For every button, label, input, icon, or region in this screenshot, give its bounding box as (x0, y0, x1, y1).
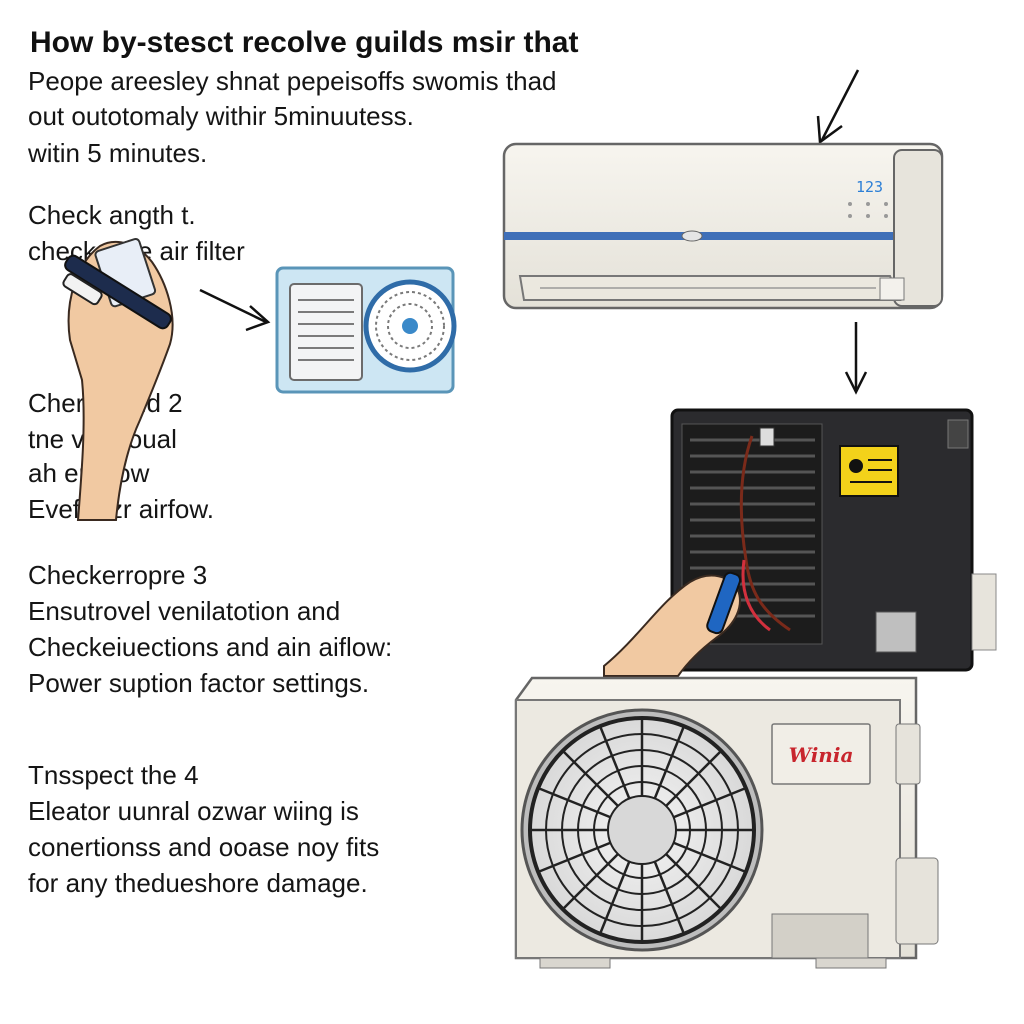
filter-fan-icon (363, 279, 457, 373)
step-2-line-3: Evefforzr airfow. (28, 494, 214, 524)
step-4-line-2: conertionss and ooase noy fits (28, 832, 380, 862)
outdoor-condenser-unit: Winia (514, 676, 939, 969)
arrow-icon (199, 69, 868, 395)
indoor-unit: 123 (502, 142, 944, 310)
air-filter-illustration (275, 266, 457, 394)
hand-with-screwdriver-icon (603, 571, 742, 677)
brand-logo-text: Winia (789, 743, 854, 767)
page-title: How by-stesct recolve guilds msir that (30, 26, 579, 59)
intro-line-1: Peope areesley shnat pepeisoffs swomis t… (28, 66, 557, 96)
intro-line-3: witin 5 minutes. (28, 138, 208, 168)
hand-holding-filter-icon (62, 237, 174, 521)
step-3-line-1: Ensutrovel venilatotion and (28, 596, 341, 626)
step-4-line-3: for any thedueshore damage. (28, 868, 368, 898)
step-3-line-2: Checkeiuections and ain aiflow: (28, 632, 393, 662)
fan-icon (520, 708, 764, 952)
step-3-heading: Checkerropre 3 (28, 560, 208, 590)
indoor-display-readout: 123 (856, 178, 883, 196)
step-4-heading: Tnsspect the 4 (28, 760, 199, 790)
step-1-heading: Check angth t. (28, 200, 196, 230)
intro-line-2: out outotomaly withir 5minuutess. (28, 101, 414, 131)
step-4-line-1: Eleator uunral ozwar wiing is (28, 796, 359, 826)
step-3-line-3: Power suption factor settings. (28, 668, 370, 698)
